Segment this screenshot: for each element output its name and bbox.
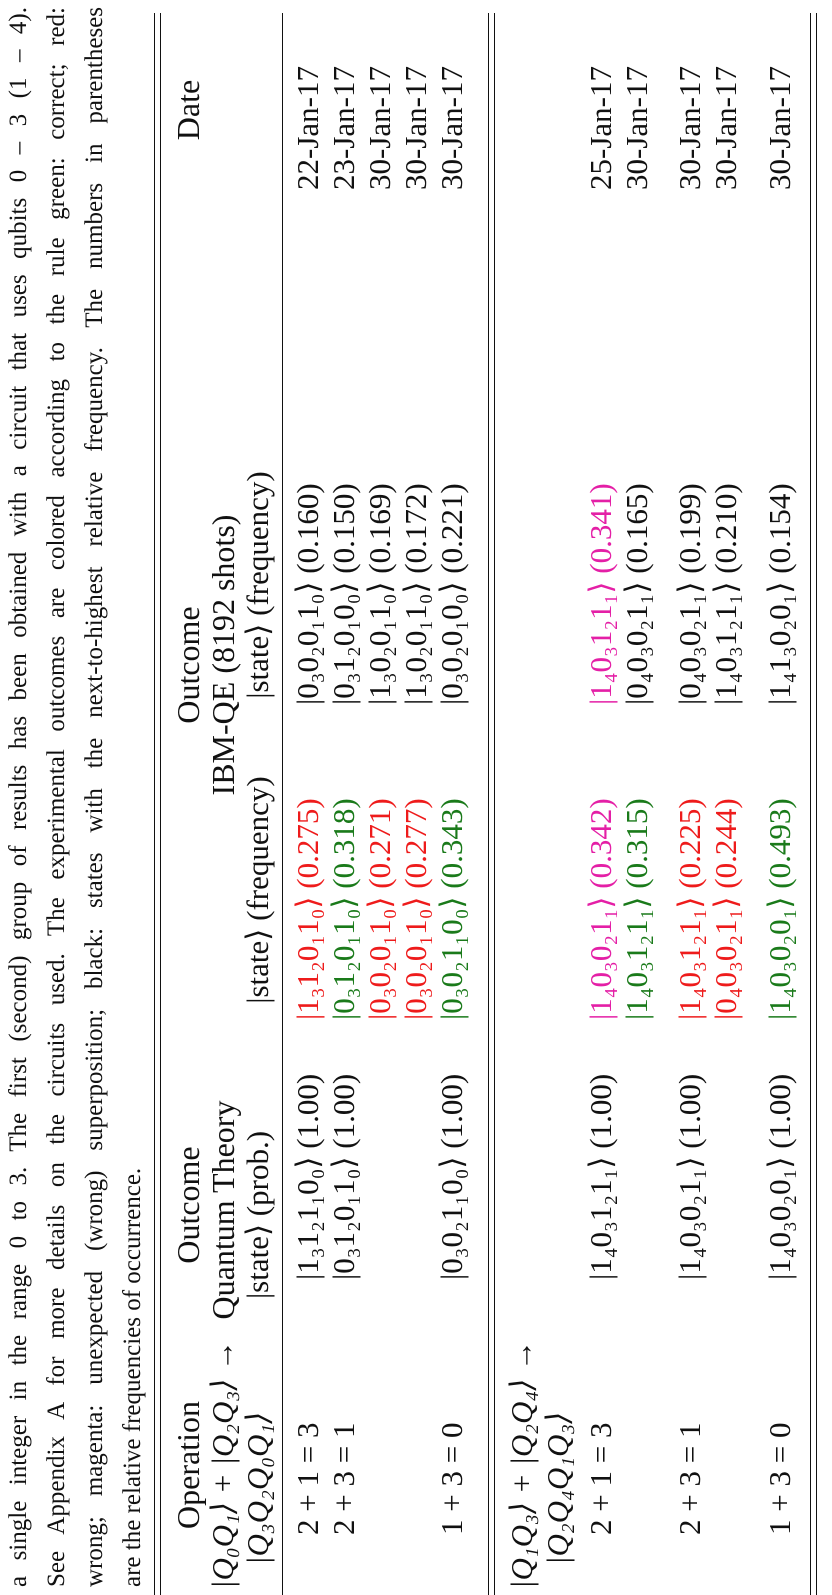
g1r5-op: 1 + 3 = 0	[434, 1422, 469, 1535]
g2r5-date: 30-Jan-17	[762, 66, 797, 190]
header-quantum-theory: Quantum Theory	[205, 1100, 241, 1320]
group-separator-1	[488, 13, 490, 1595]
g1r3-date: 30-Jan-17	[362, 66, 397, 190]
g2r3-ibm1: |1₄0₃1₂1₁⟩ (0.225)	[672, 798, 707, 1020]
g2r1-theory: |1₄0₃1₂1₁⟩ (1.00)	[583, 1073, 618, 1280]
group1-operation-line2: |Q₃Q₂Q₀Q₁⟩	[240, 1411, 275, 1565]
g2r5-theory: |1₄0₃0₂0₁⟩ (1.00)	[762, 1073, 797, 1280]
g1r1-theory: |1₃1₂1₁0₀⟩ (1.00)	[290, 1073, 325, 1280]
g2r2-date: 30-Jan-17	[619, 66, 654, 190]
g2r1-ibm2: |1₄0₃1₂1₁⟩ (0.341)	[583, 483, 618, 705]
g2r3-ibm2: |0₄0₃0₂1₁⟩ (0.199)	[672, 483, 707, 705]
header-outcome-theory: Outcome	[170, 1146, 206, 1264]
group2-operation-line2: |Q₂Q₄Q₁Q₃⟩	[540, 1411, 575, 1565]
g2r2-ibm2: |0₄0₃0₂1₁⟩ (0.165)	[619, 483, 654, 705]
group-separator-2	[494, 13, 496, 1595]
g1r3-ibm2: |1₃0₂0₁1₀⟩ (0.169)	[362, 483, 397, 705]
g2r2-ibm1: |1₄0₃1₂1₁⟩ (0.315)	[619, 798, 654, 1020]
g2r1-op: 2 + 1 = 3	[583, 1422, 618, 1535]
header-date: Date	[170, 79, 206, 141]
bottom-rule-1	[810, 13, 812, 1595]
g1r5-ibm2: |0₃0₂0₁0₀⟩ (0.221)	[434, 483, 469, 705]
header-operation: Operation	[170, 1401, 206, 1529]
g1r2-theory: |0₃1₂0₁1₀⟩ (1.00)	[326, 1073, 361, 1280]
g2r5-op: 1 + 3 = 0	[762, 1422, 797, 1535]
g2r3-theory: |1₄0₃0₂1₁⟩ (1.00)	[672, 1073, 707, 1280]
subheader-theory: |state⟩ (prob.)	[240, 1130, 275, 1300]
g2r4-date: 30-Jan-17	[708, 66, 743, 190]
g1r2-ibm2: |0₃1₂0₁0₀⟩ (0.150)	[326, 483, 361, 705]
g1r4-ibm1: |0₃0₂0₁1₀⟩ (0.277)	[398, 798, 433, 1020]
bottom-rule-2	[816, 13, 818, 1595]
g1r4-ibm2: |1₃0₂0₁1₀⟩ (0.172)	[398, 483, 433, 705]
group1-operation-line1: |Q₀Q₁⟩ + |Q₂Q₃⟩ →	[205, 1339, 240, 1589]
top-rule-2	[160, 13, 162, 1595]
g1r5-date: 30-Jan-17	[434, 66, 469, 190]
header-rule	[282, 13, 284, 1595]
g2r3-op: 2 + 3 = 1	[672, 1422, 707, 1535]
g1r1-op: 2 + 1 = 3	[290, 1422, 325, 1535]
g2r5-ibm1: |1₄0₃0₂0₁⟩ (0.493)	[762, 798, 797, 1020]
g2r4-ibm2: |1₄0₃1₂1₁⟩ (0.210)	[708, 483, 743, 705]
g1r5-theory: |0₃0₂1₁0₀⟩ (1.00)	[434, 1073, 469, 1280]
g1r2-ibm1: |0₃1₂0₁1₀⟩ (0.318)	[326, 798, 361, 1020]
g1r1-date: 22-Jan-17	[290, 66, 325, 190]
g1r1-ibm2: |0₃0₂0₁1₀⟩ (0.160)	[290, 483, 325, 705]
g2r3-date: 30-Jan-17	[672, 66, 707, 190]
g2r1-date: 25-Jan-17	[583, 66, 618, 190]
caption-line: See Appendix A for more details on the c…	[43, 7, 70, 1587]
header-outcome-ibm: Outcome	[170, 606, 206, 724]
g2r4-ibm1: |0₄0₃0₂1₁⟩ (0.244)	[708, 798, 743, 1020]
g1r5-ibm1: |0₃0₂1₁0₀⟩ (0.343)	[434, 798, 469, 1020]
g2r1-ibm1: |1₄0₃0₂1₁⟩ (0.342)	[583, 798, 618, 1020]
g1r2-date: 23-Jan-17	[326, 66, 361, 190]
caption-line: wrong; magenta: unexpected (wrong) super…	[81, 7, 108, 1587]
header-ibm-qe: IBM-QE (8192 shots)	[205, 514, 241, 796]
g2r5-ibm2: |1₄1₃0₂0₁⟩ (0.154)	[762, 483, 797, 705]
table-caption: a single integer in the range 0 to 3. Th…	[0, 7, 152, 1587]
caption-line: a single integer in the range 0 to 3. Th…	[5, 7, 32, 1587]
g1r3-ibm1: |0₃0₂0₁1₀⟩ (0.271)	[362, 798, 397, 1020]
subheader-ibm-1: |state⟩ (frequency)	[240, 776, 275, 1004]
subheader-ibm-2: |state⟩ (frequency)	[240, 471, 275, 699]
g1r2-op: 2 + 3 = 1	[326, 1422, 361, 1535]
top-rule-1	[154, 13, 156, 1595]
g1r4-date: 30-Jan-17	[398, 66, 433, 190]
group2-operation-line1: |Q₁Q₃⟩ + |Q₂Q₄⟩ →	[504, 1339, 539, 1589]
g1r1-ibm1: |1₃1₂0₁1₀⟩ (0.275)	[290, 798, 325, 1020]
caption-line: are the relative frequencies of occurren…	[119, 1167, 146, 1587]
